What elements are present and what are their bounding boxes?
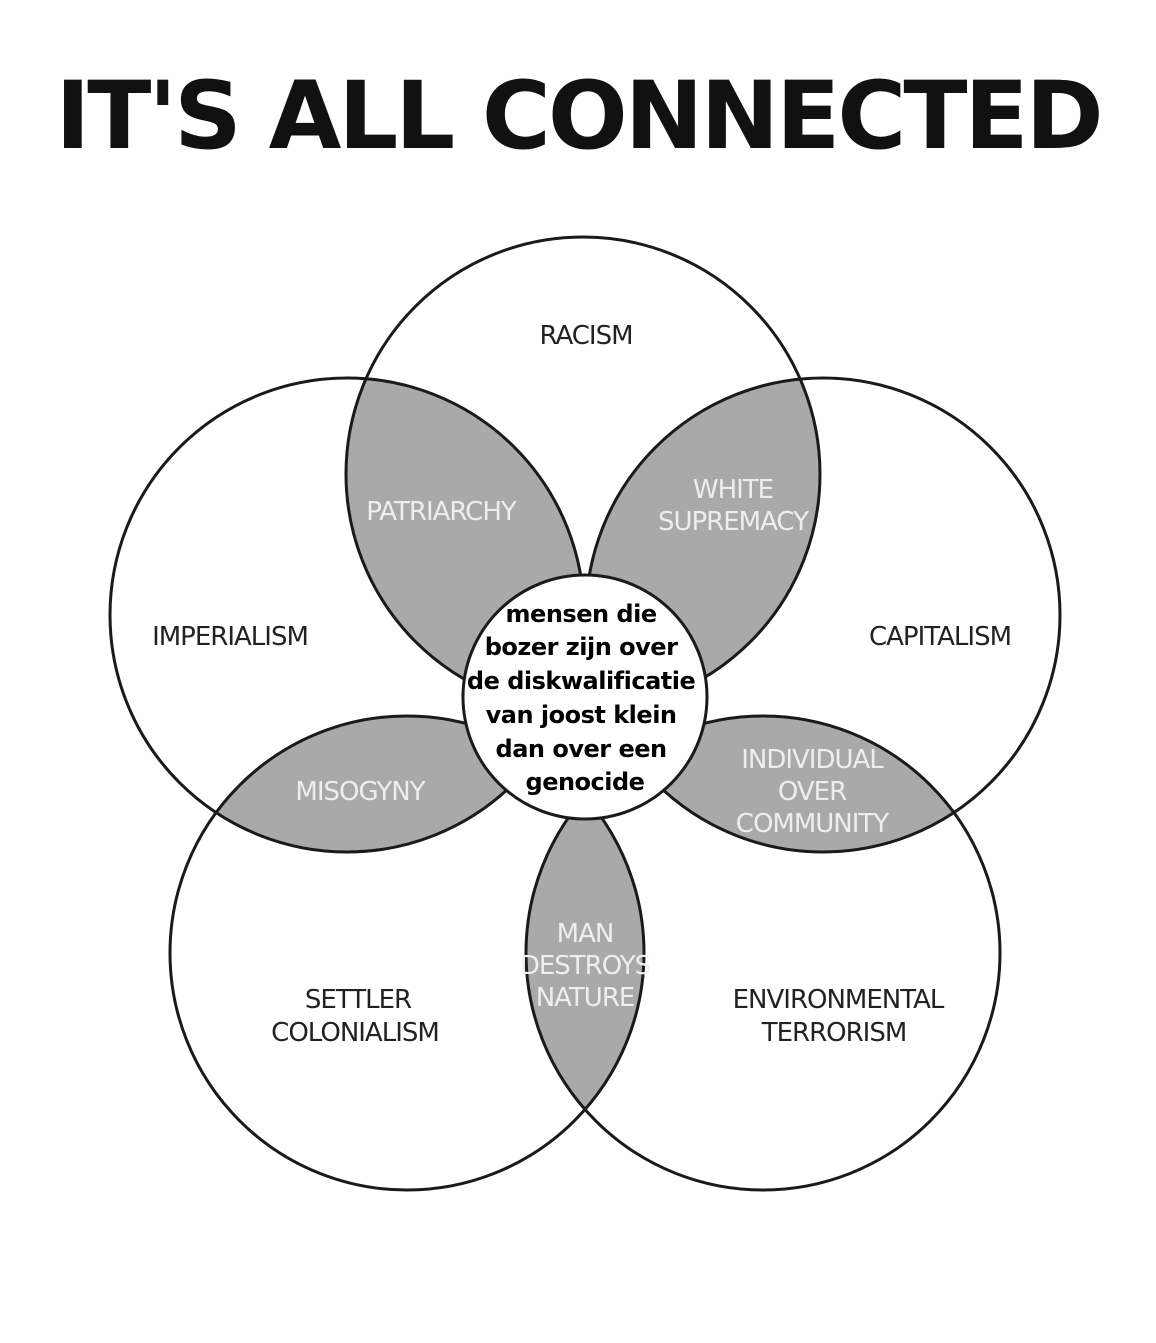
venn-circle-3	[524, 714, 1002, 1192]
label-racism: RACISM	[539, 321, 632, 351]
label-patriarchy: PATRIARCHY	[366, 497, 517, 527]
page-title: IT'S ALL CONNECTED	[55, 62, 1103, 171]
center-text: mensen die bozer zijn over de diskwalifi…	[467, 600, 703, 796]
label-capitalism: CAPITALISM	[869, 622, 1011, 652]
label-imperialism: IMPERIALISM	[152, 622, 308, 652]
venn-circle-4	[168, 714, 646, 1192]
label-misogyny: MISOGYNY	[295, 777, 425, 807]
center-circle	[461, 573, 709, 821]
overlap-region	[586, 378, 820, 711]
